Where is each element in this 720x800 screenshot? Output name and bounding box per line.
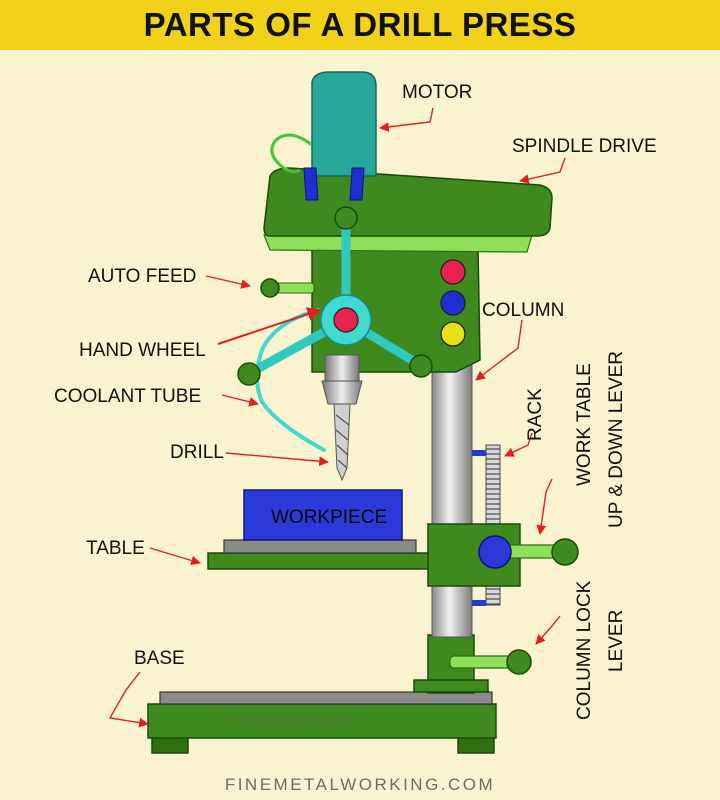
workpiece [243, 489, 403, 541]
motor-cable [270, 133, 313, 174]
label-motor: MOTOR [402, 82, 472, 103]
label-table: TABLE [86, 538, 145, 559]
label-auto-feed: AUTO FEED [88, 266, 196, 287]
base-top-plate [159, 691, 493, 705]
title-bar: PARTS OF A DRILL PRESS [0, 0, 720, 50]
head-light-band [263, 234, 533, 253]
arrow-hand-wheel [217, 307, 322, 345]
label-coolant-tube: COOLANT TUBE [54, 386, 201, 407]
label-work-table-line2: UP & DOWN LEVER [606, 351, 627, 528]
label-column-lock-line1: COLUMN LOCK [574, 580, 595, 720]
label-drill: DRILL [170, 442, 224, 463]
auto-feed-knob [260, 278, 280, 298]
hand-wheel-knob-top [334, 206, 358, 230]
work-table-lever [478, 535, 579, 569]
page-title: PARTS OF A DRILL PRESS [143, 6, 577, 43]
work-table-lever-knob [551, 538, 579, 566]
motor-body [311, 71, 377, 177]
arrow-rack [504, 432, 533, 457]
arrow-table [149, 547, 201, 566]
label-base: BASE [134, 648, 185, 669]
table-group: WORKPIECE [207, 489, 521, 587]
arrow-auto-feed [205, 275, 251, 289]
column-pillar [431, 354, 473, 638]
drill-bit-flutes [335, 414, 350, 469]
motor-mount-left [303, 167, 319, 201]
red-control-button [440, 259, 466, 285]
label-work-table-line1: WORK TABLE [574, 363, 595, 486]
watermark: ©FineMetalworking.com [228, 713, 357, 727]
arrow-base [108, 671, 149, 728]
hand-wheel [237, 206, 433, 386]
footer-site-name: FINEMETALWORKING.COM [225, 775, 495, 794]
table-vise-plate [223, 539, 417, 554]
arrow-work-table-lever [536, 478, 553, 535]
hand-wheel-knob-right [409, 354, 433, 378]
workpiece-label: WORKPIECE [271, 507, 387, 528]
label-hand-wheel: HAND WHEEL [79, 340, 206, 361]
spindle-quill [324, 354, 360, 382]
rack-bracket-top [472, 450, 486, 456]
arrow-column-lock [535, 615, 561, 645]
hand-wheel-knob-left [237, 362, 261, 386]
work-table-lever-hub [478, 535, 512, 569]
callout-arrows [108, 107, 566, 728]
motor-group [270, 71, 377, 201]
yellow-control-button [440, 321, 466, 347]
column-lock-lever [449, 649, 532, 675]
rack-bracket-bottom [472, 600, 486, 606]
label-spindle-drive: SPINDLE DRIVE [512, 136, 657, 157]
part-labels: MOTOR SPINDLE DRIVE AUTO FEED COLUMN HAN… [54, 82, 657, 720]
label-column: COLUMN [482, 300, 564, 321]
column-collar [413, 679, 489, 693]
label-rack: RACK [525, 388, 546, 441]
auto-feed [260, 278, 315, 298]
column-lock-lever-knob [506, 649, 532, 675]
arrow-drill [225, 452, 329, 467]
hand-wheel-hub-center [333, 307, 359, 333]
arrow-coolant-tube [221, 394, 259, 407]
blue-control-button [440, 290, 466, 316]
arrow-spindle-drive [519, 157, 566, 184]
arrow-column [475, 319, 523, 381]
arrow-motor [379, 107, 434, 132]
label-column-lock-line2: LEVER [606, 610, 627, 672]
motor-mount-right [349, 167, 365, 201]
drill-head [263, 167, 553, 482]
base-group: ©FineMetalworking.com [147, 691, 497, 754]
table-surface [207, 552, 431, 570]
base-plate [147, 703, 497, 739]
drill-chuck [321, 380, 363, 405]
